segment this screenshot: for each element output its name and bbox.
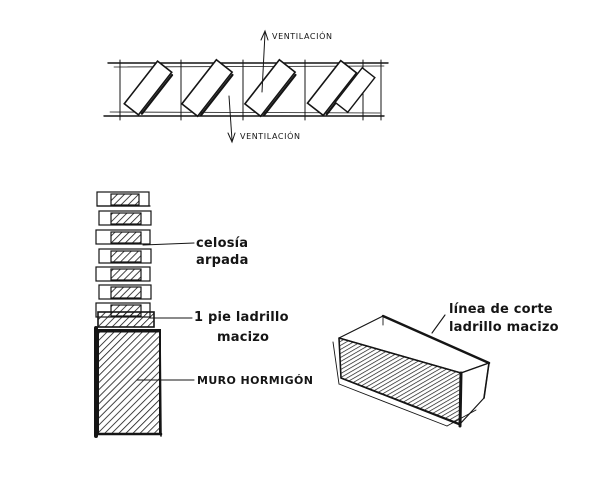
arrow-down-icon bbox=[227, 95, 236, 144]
brick-3d bbox=[332, 314, 491, 428]
concrete-wall bbox=[94, 326, 163, 438]
solid-brick-course bbox=[97, 311, 155, 328]
lattice-plan bbox=[103, 29, 389, 144]
ladrillo-label-line2: macizo bbox=[217, 330, 270, 345]
celosia-label-line2: arpada bbox=[196, 253, 249, 268]
arrow-up-icon bbox=[260, 29, 269, 93]
corte-label-line1: línea de corte bbox=[449, 302, 553, 317]
wall-section bbox=[94, 191, 195, 438]
plan-brick bbox=[123, 60, 174, 116]
plan-brick bbox=[243, 58, 297, 118]
leader-corte bbox=[431, 314, 446, 334]
corte-label-line2: ladrillo macizo bbox=[449, 320, 559, 335]
plan-brick bbox=[180, 58, 234, 118]
plan-brick bbox=[334, 66, 376, 114]
lattice-course bbox=[95, 191, 152, 318]
leader-celosia bbox=[142, 242, 195, 246]
ventilation-label-bottom: VENTILACIÓN bbox=[240, 132, 301, 141]
ladrillo-label-line1: 1 pie ladrillo bbox=[194, 310, 289, 325]
ventilation-label-top: VENTILACIÓN bbox=[272, 32, 333, 41]
muro-label: MURO HORMIGÓN bbox=[197, 374, 314, 387]
celosia-label-line1: celosía bbox=[196, 236, 249, 251]
